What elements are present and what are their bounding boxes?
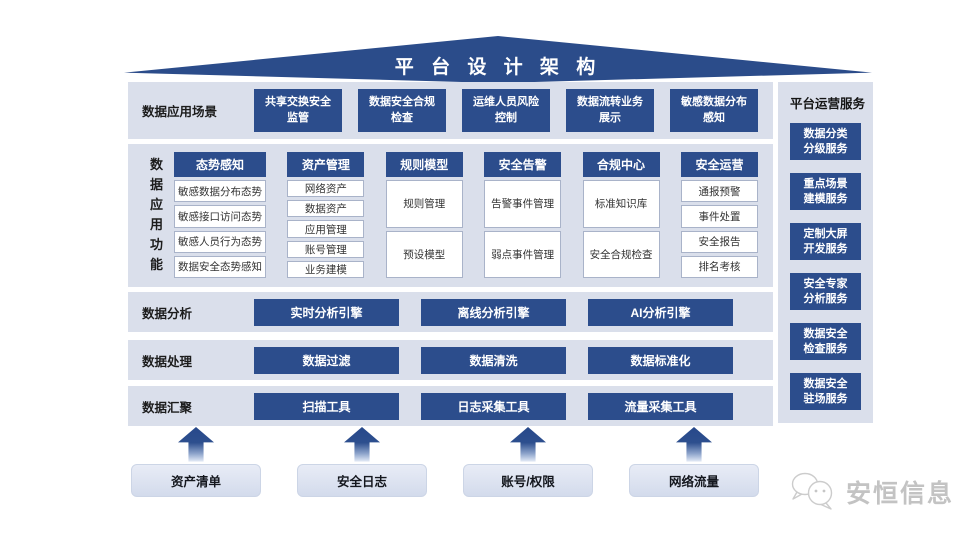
column-item: 告警事件管理 [484, 180, 562, 228]
ops-service-box: 定制大屏 开发服务 [790, 223, 861, 260]
column-header: 态势感知 [174, 152, 266, 177]
column-item: 数据安全态势感知 [174, 255, 266, 278]
up-arrow-icon [344, 427, 380, 462]
up-arrow-icon [676, 427, 712, 462]
tool-box: 扫描工具 [254, 392, 399, 420]
data-sources: 资产清单 安全日志 账号/权限 网络流量 [131, 464, 759, 497]
column-header: 资产管理 [287, 152, 365, 177]
analysis-boxes: 实时分析引擎 离线分析引擎 AI分析引擎 [254, 298, 733, 326]
column-item: 排名考核 [680, 255, 758, 278]
ops-service-box: 数据安全 检查服务 [790, 323, 861, 360]
column-item: 网络资产 [287, 180, 365, 198]
up-arrow-icon [510, 427, 546, 462]
column-item: 数据资产 [287, 200, 365, 218]
vendor-logo: 安恒信息 [788, 470, 954, 514]
analysis-label: 数据分析 [142, 306, 193, 321]
aggregation-boxes: 扫描工具 日志采集工具 流量采集工具 [254, 392, 733, 420]
panel-aggregation: 数据汇聚 扫描工具 日志采集工具 流量采集工具 [128, 386, 773, 426]
panel-scenarios: 数据应用场景 共享交换安全 监管 数据安全合规 检查 运维人员风险 控制 数据流… [128, 82, 773, 139]
column-item: 标准知识库 [582, 180, 660, 228]
page-title: 平 台 设 计 架 构 [394, 57, 602, 78]
panel-ops-services: 平台运营服务 数据分类 分级服务 重点场景 建模服务 定制大屏 开发服务 安全专… [778, 82, 873, 423]
function-column-security-alerts: 安全告警 告警事件管理 弱点事件管理 [484, 152, 562, 278]
ops-service-box: 重点场景 建模服务 [790, 173, 861, 210]
process-box: 数据清洗 [421, 346, 566, 374]
scenarios-boxes: 共享交换安全 监管 数据安全合规 检查 运维人员风险 控制 数据流转业务 展示 … [254, 89, 758, 132]
chat-bubbles-icon [791, 472, 833, 510]
column-item: 应用管理 [287, 220, 365, 238]
ops-title: 平台运营服务 [790, 97, 866, 111]
column-header: 安全告警 [484, 152, 562, 177]
column-item: 敏感接口访问态势 [174, 205, 266, 228]
tool-box: 日志采集工具 [421, 392, 566, 420]
process-box: 数据标准化 [588, 346, 733, 374]
column-item: 敏感数据分布态势 [174, 180, 266, 203]
function-column-security-operations: 安全运营 通报预警 事件处置 安全报告 排名考核 [680, 152, 758, 278]
panel-processing: 数据处理 数据过滤 数据清洗 数据标准化 [128, 340, 773, 380]
column-header: 安全运营 [680, 152, 758, 177]
data-flow-arrows [131, 427, 759, 462]
function-column-situational-awareness: 态势感知 敏感数据分布态势 敏感接口访问态势 敏感人员行为态势 数据安全态势感知 [174, 152, 266, 278]
engine-box: AI分析引擎 [588, 298, 733, 326]
tool-box: 流量采集工具 [588, 392, 733, 420]
column-item: 业务建模 [287, 260, 365, 279]
column-item: 通报预警 [680, 180, 758, 203]
function-column-asset-management: 资产管理 网络资产 数据资产 应用管理 账号管理 业务建模 [287, 152, 365, 279]
column-item: 规则管理 [385, 180, 463, 228]
source-box: 账号/权限 [463, 464, 593, 497]
column-item: 账号管理 [287, 240, 365, 258]
scenario-box: 敏感数据分布 感知 [670, 89, 758, 132]
scenario-box: 运维人员风险 控制 [462, 89, 550, 132]
functions-label: 数据应用功能 [150, 156, 164, 273]
scenario-box: 数据流转业务 展示 [566, 89, 654, 132]
scenario-box: 数据安全合规 检查 [358, 89, 446, 132]
engine-box: 离线分析引擎 [421, 298, 566, 326]
panel-functions: 数据应用功能 态势感知 敏感数据分布态势 敏感接口访问态势 敏感人员行为态势 数… [128, 144, 773, 287]
processing-boxes: 数据过滤 数据清洗 数据标准化 [254, 346, 733, 374]
function-column-rule-models: 规则模型 规则管理 预设模型 [385, 152, 463, 278]
engine-box: 实时分析引擎 [254, 298, 399, 326]
column-item: 敏感人员行为态势 [174, 230, 266, 253]
source-box: 安全日志 [297, 464, 427, 497]
column-header: 合规中心 [582, 152, 660, 177]
source-box: 资产清单 [131, 464, 261, 497]
up-arrow-icon [178, 427, 214, 462]
column-item: 安全合规检查 [582, 230, 660, 278]
processing-label: 数据处理 [142, 354, 193, 369]
ops-service-box: 数据分类 分级服务 [790, 123, 861, 160]
source-box: 网络流量 [629, 464, 759, 497]
column-header: 规则模型 [385, 152, 463, 177]
roof-banner: 平 台 设 计 架 构 [124, 36, 872, 83]
column-item: 预设模型 [385, 230, 463, 278]
aggregation-label: 数据汇聚 [142, 400, 193, 415]
process-box: 数据过滤 [254, 346, 399, 374]
column-item: 弱点事件管理 [484, 230, 562, 278]
function-column-compliance-center: 合规中心 标准知识库 安全合规检查 [582, 152, 660, 278]
scenario-box: 共享交换安全 监管 [254, 89, 342, 132]
panel-analysis: 数据分析 实时分析引擎 离线分析引擎 AI分析引擎 [128, 292, 773, 332]
ops-service-box: 数据安全 驻场服务 [790, 373, 861, 410]
function-columns: 态势感知 敏感数据分布态势 敏感接口访问态势 敏感人员行为态势 数据安全态势感知… [174, 152, 758, 279]
ops-service-box: 安全专家 分析服务 [790, 273, 861, 310]
scenarios-label: 数据应用场景 [142, 105, 218, 119]
vendor-logo-text: 安恒信息 [846, 480, 955, 508]
column-item: 事件处置 [680, 205, 758, 228]
column-item: 安全报告 [680, 230, 758, 253]
